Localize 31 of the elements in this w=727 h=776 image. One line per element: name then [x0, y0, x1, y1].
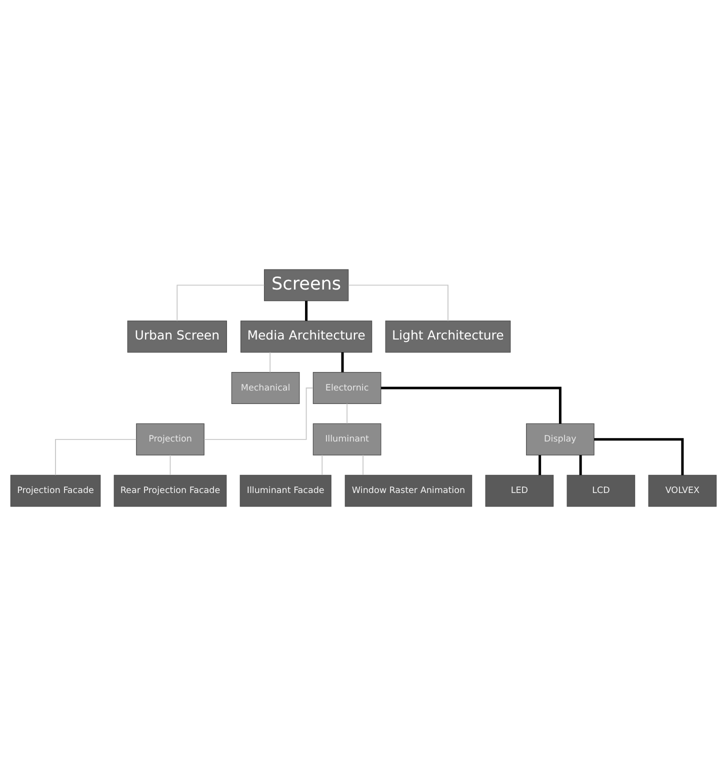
node-box: LED — [485, 474, 554, 507]
node-box: Window Raster Animation — [344, 474, 472, 507]
node-box: Light Architecture — [385, 320, 511, 353]
connector — [341, 352, 344, 372]
node-box: Screens — [264, 269, 349, 302]
node-box: VOLVEX — [648, 474, 717, 507]
connector — [348, 284, 448, 322]
connector — [176, 284, 265, 322]
node-box: Projection — [136, 423, 204, 456]
node-box: Electornic — [312, 372, 382, 404]
node-box: Media Architecture — [240, 320, 372, 353]
connector — [270, 352, 271, 373]
node-box: Rear Projection Facade — [114, 474, 227, 507]
node-box: Projection Facade — [10, 474, 101, 507]
connector — [170, 454, 171, 476]
connector — [381, 386, 562, 424]
node-box: Illuminant Facade — [240, 474, 332, 507]
connector — [322, 454, 323, 476]
connector — [362, 454, 364, 476]
node-box: LCD — [566, 474, 636, 507]
connector — [305, 300, 308, 321]
connector — [594, 438, 684, 476]
node-box: Display — [526, 423, 594, 456]
connector — [55, 438, 137, 476]
connector — [204, 388, 314, 440]
node-box: Illuminant — [312, 423, 382, 456]
node-box: Mechanical — [231, 372, 300, 404]
node-box: Urban Screen — [127, 320, 227, 353]
connector — [346, 403, 348, 424]
connector — [538, 455, 542, 476]
connector — [579, 455, 582, 476]
